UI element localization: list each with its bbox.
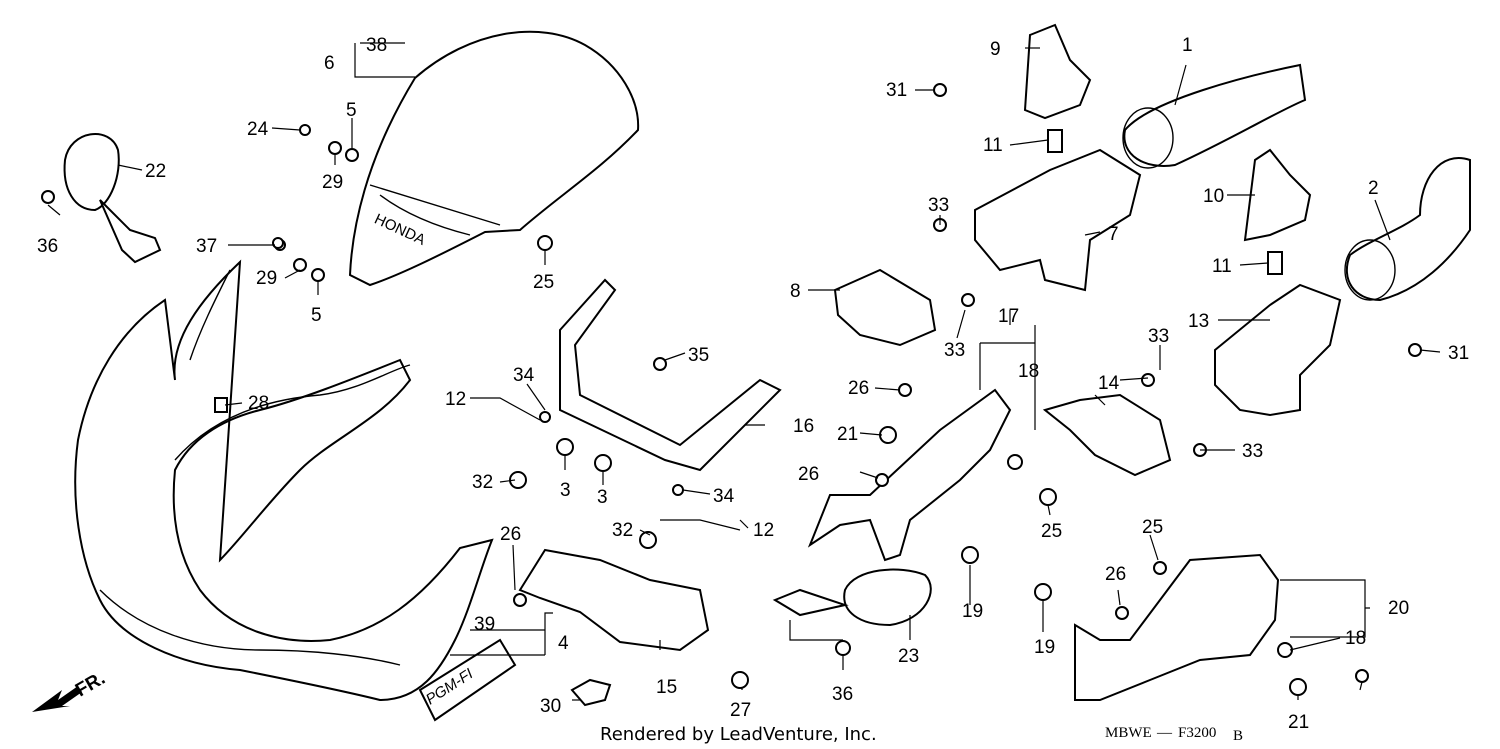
upper-cowl-part[interactable] [74,259,494,702]
callout-label: 17 [998,306,1019,327]
callout-label: 31 [1448,343,1469,364]
callout-label: 10 [1203,186,1224,207]
callout-label: 13 [1188,311,1209,332]
callout-label: 3 [597,487,608,508]
callout-label: 24 [247,119,269,140]
duct-8-part[interactable] [833,268,937,347]
callout-label: 12 [753,520,774,541]
render-credit: Rendered by LeadVenture, Inc. [600,724,877,745]
air-duct-13-part[interactable] [1214,283,1342,417]
callout-label: 2 [1368,178,1379,199]
callout-label: 4 [558,633,569,654]
callout-label: 11 [1212,256,1232,277]
callout-label: 25 [1142,517,1163,538]
inner-panel-17-part[interactable] [807,388,1012,562]
callout-label: 5 [311,305,322,326]
callout-label: 31 [886,80,907,101]
air-duct-2-part[interactable] [1344,157,1471,302]
callout-label: 5 [346,100,357,121]
callout-label: 23 [898,646,919,667]
callout-labels: 1 2 3 3 4 5 5 6 7 8 9 10 11 11 12 12 13 … [37,35,1469,733]
callout-label: 38 [366,35,387,56]
callout-label: 18 [1345,628,1366,649]
callout-label: 19 [1034,637,1055,658]
air-duct-7-part[interactable] [974,148,1142,292]
callout-label: 39 [474,614,495,635]
callout-label: 36 [832,684,853,705]
callout-label: 29 [256,268,277,289]
callout-label: 26 [500,524,521,545]
callout-label: 21 [1288,712,1309,733]
callout-label: 9 [990,39,1001,60]
callout-label: 15 [656,677,677,698]
callout-label: 26 [848,378,869,399]
left-mirror-part[interactable] [63,133,162,264]
callout-label: 21 [837,424,858,445]
duct-cover-9-part[interactable] [1023,23,1092,120]
callout-label: 3 [560,480,571,501]
callout-label: 34 [713,486,735,507]
diagram-code-separator: — [1156,725,1173,741]
front-marker-text: FR. [72,668,109,701]
callout-label: 11 [983,135,1003,156]
callout-label: 18 [1018,361,1039,382]
leader-lines [47,42,1441,701]
callout-label: 1 [1182,35,1193,56]
callout-label: 32 [472,472,493,493]
diagram-code: MBWE [1105,725,1152,741]
callout-label: 29 [322,172,343,193]
duct-14-part[interactable] [1042,393,1172,477]
callout-label: 33 [1148,326,1169,347]
diagram-code-block: MBWE — F3200 B [1105,725,1243,744]
callout-label: 25 [1041,521,1062,542]
callout-label: 12 [445,389,466,410]
callout-label: 34 [513,365,535,386]
air-duct-1-part[interactable] [1122,63,1307,169]
callout-label: 19 [962,601,983,622]
windscreen-part[interactable]: HONDA [348,30,640,287]
diagram-ref: F3200 [1178,725,1216,741]
callout-label: 25 [533,272,554,293]
callout-label: 28 [248,393,269,414]
inner-cover-part[interactable] [518,548,710,652]
callout-label: 32 [612,520,633,541]
callout-label: 6 [324,53,335,74]
callout-label: 30 [540,696,561,717]
callout-label: 27 [730,700,751,721]
callout-label: 7 [1108,224,1119,245]
callout-label: 36 [37,236,58,257]
front-direction-marker: FR. [32,668,109,712]
callout-label: 14 [1098,373,1120,394]
callout-label: 16 [793,416,814,437]
callout-label: 8 [790,281,801,302]
duct-cover-10-part[interactable] [1243,148,1312,242]
diagram-rev: B [1233,728,1243,744]
callout-label: 37 [196,236,217,257]
callout-label: 26 [1105,564,1126,585]
callout-label: 33 [944,340,965,361]
callout-label: 33 [1242,441,1263,462]
right-mirror-part[interactable] [772,568,932,627]
side-panel-20-part[interactable] [1074,553,1280,701]
callout-label: 20 [1388,598,1409,619]
cowl-stay-part[interactable] [559,278,782,472]
fasteners [41,83,1422,707]
callout-label: 26 [798,464,819,485]
callout-label: 22 [145,161,166,182]
callout-label: 35 [688,345,709,366]
callout-label: 33 [928,195,949,216]
